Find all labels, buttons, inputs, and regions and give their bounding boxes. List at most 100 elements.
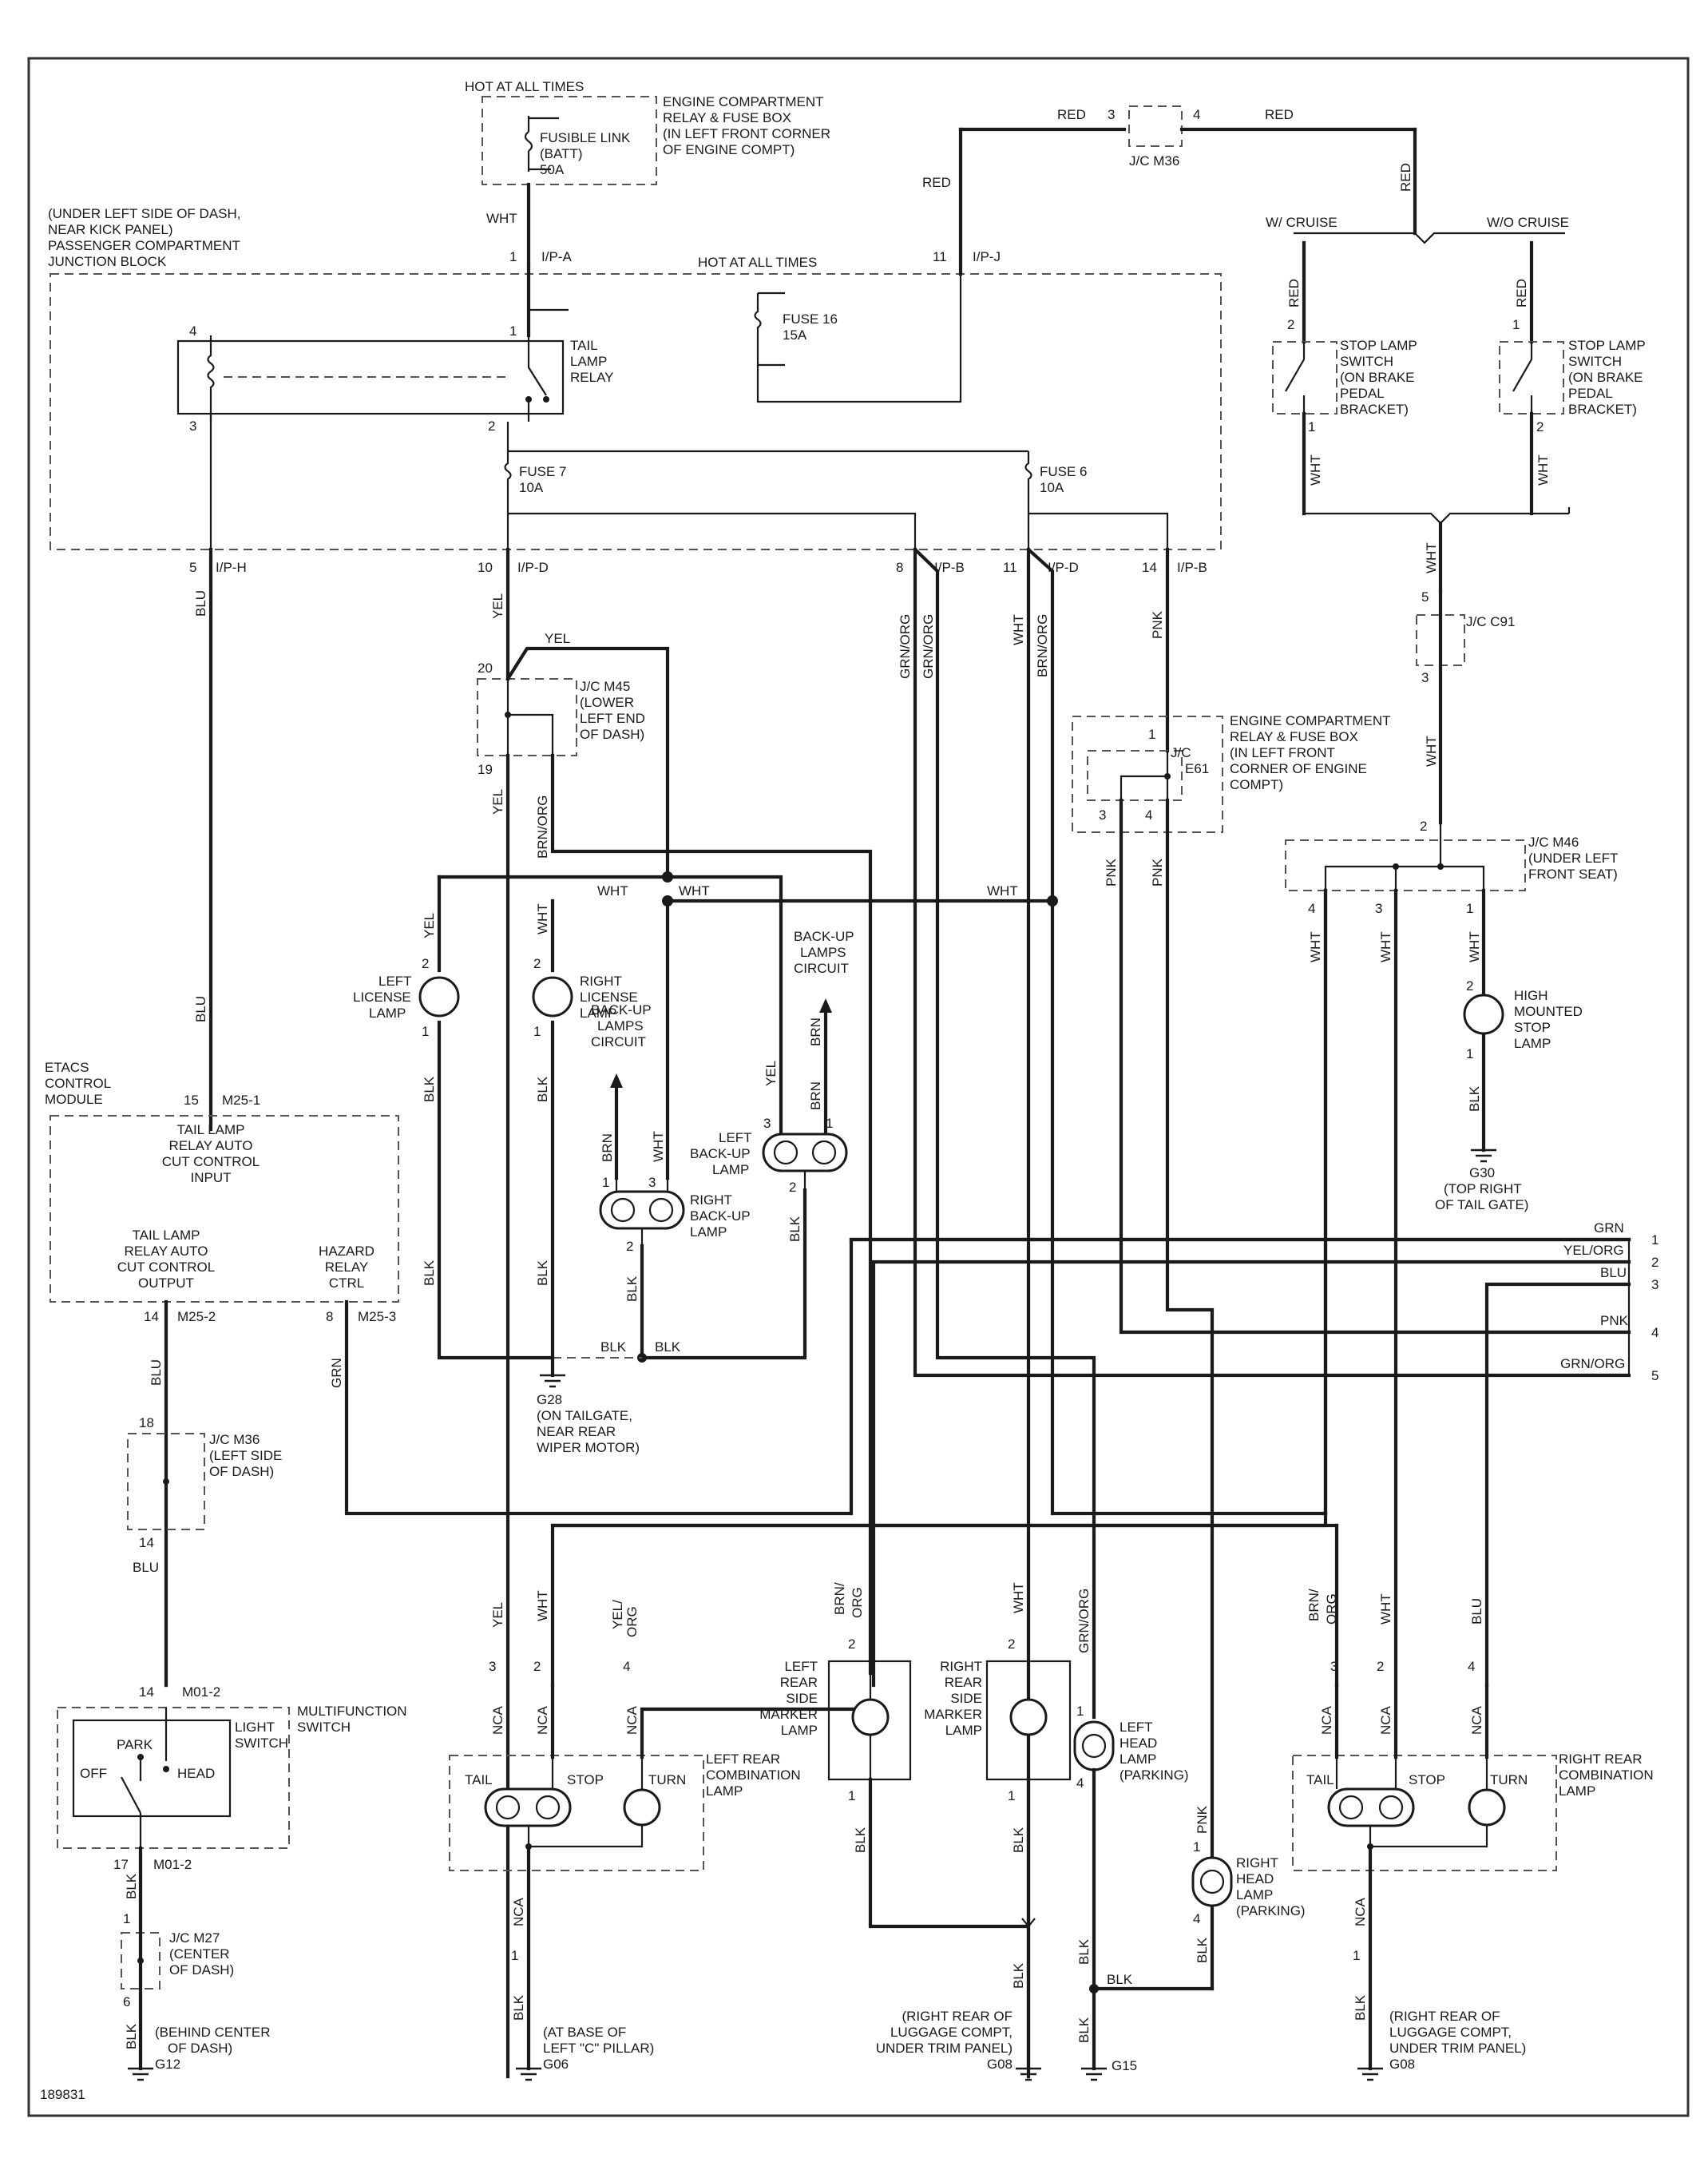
jc-m45 — [477, 678, 577, 756]
svg-text:NCA: NCA — [1378, 1705, 1393, 1735]
svg-text:BLK: BLK — [624, 1275, 640, 1302]
svg-text:4: 4 — [1193, 107, 1200, 122]
connector-m25-2: M25-2 — [177, 1309, 216, 1324]
svg-text:WHT: WHT — [1424, 736, 1439, 767]
fuse-6 — [508, 450, 1169, 549]
svg-text:BLU: BLU — [193, 996, 208, 1022]
svg-text:2: 2 — [789, 1180, 796, 1195]
svg-text:WHT: WHT — [1011, 614, 1026, 645]
ground-g06 — [516, 2067, 541, 2081]
svg-text:14: 14 — [144, 1309, 159, 1324]
svg-text:2: 2 — [1536, 419, 1544, 434]
svg-text:1: 1 — [826, 1116, 833, 1131]
svg-text:2: 2 — [488, 419, 495, 434]
relay-contact — [527, 335, 547, 422]
svg-text:4: 4 — [1145, 807, 1152, 823]
jc-m36-top-label: J/C M36 — [1129, 153, 1179, 169]
svg-text:BLK: BLK — [1195, 1937, 1210, 1963]
svg-text:PNK: PNK — [1150, 610, 1165, 639]
svg-text:YEL: YEL — [490, 789, 505, 815]
svg-text:HEAD: HEAD — [177, 1766, 215, 1781]
svg-text:YEL: YEL — [422, 913, 437, 938]
svg-text:2: 2 — [848, 1636, 855, 1652]
connector-ipb-2: I/P-B — [1177, 560, 1207, 575]
svg-text:14: 14 — [139, 1535, 154, 1550]
ground-g08-left — [1016, 2067, 1041, 2081]
connector-m25-1: M25-1 — [222, 1093, 260, 1108]
svg-text:BLU: BLU — [149, 1359, 164, 1386]
svg-text:4: 4 — [1651, 1325, 1658, 1340]
svg-text:5: 5 — [1421, 589, 1429, 605]
svg-text:8: 8 — [896, 560, 903, 575]
svg-text:1: 1 — [1008, 1788, 1015, 1803]
svg-text:BLU: BLU — [1600, 1265, 1627, 1280]
svg-text:RED: RED — [1398, 163, 1413, 192]
svg-text:PARK: PARK — [117, 1737, 153, 1752]
svg-text:BRN: BRN — [808, 1018, 823, 1046]
svg-text:17: 17 — [113, 1857, 129, 1872]
svg-text:3: 3 — [648, 1175, 656, 1190]
svg-text:TURN: TURN — [648, 1772, 686, 1787]
svg-text:4: 4 — [623, 1659, 630, 1674]
svg-text:RED: RED — [1514, 279, 1529, 307]
svg-text:BLK: BLK — [422, 1076, 437, 1102]
svg-text:ORG: ORG — [850, 1587, 865, 1618]
svg-text:YEL: YEL — [763, 1061, 779, 1086]
svg-text:4: 4 — [189, 323, 196, 339]
svg-text:RED: RED — [922, 175, 951, 190]
connector-m01-2-bottom: M01-2 — [153, 1857, 192, 1872]
svg-text:BLK: BLK — [124, 2023, 139, 2049]
svg-text:BLK: BLK — [535, 1076, 550, 1102]
svg-text:W/ CRUISE: W/ CRUISE — [1266, 215, 1337, 230]
svg-text:5: 5 — [189, 560, 196, 575]
svg-text:1: 1 — [1466, 1046, 1473, 1061]
svg-text:20: 20 — [478, 661, 493, 676]
svg-text:RED: RED — [1286, 279, 1302, 307]
svg-text:BLK: BLK — [1467, 1085, 1482, 1112]
svg-text:GRN/ORG: GRN/ORG — [1560, 1356, 1625, 1371]
svg-text:NCA: NCA — [624, 1705, 640, 1735]
svg-text:WHT: WHT — [535, 903, 550, 934]
svg-text:1: 1 — [1651, 1232, 1658, 1248]
svg-text:1: 1 — [1308, 419, 1315, 434]
svg-text:BRN/ORG: BRN/ORG — [1035, 614, 1050, 677]
svg-text:BLU: BLU — [193, 590, 208, 617]
svg-text:WHT: WHT — [1424, 542, 1439, 573]
svg-text:NCA: NCA — [1319, 1705, 1334, 1735]
svg-text:BRN: BRN — [600, 1133, 615, 1162]
svg-text:WHT: WHT — [1308, 454, 1323, 486]
svg-text:BLK: BLK — [1353, 1994, 1368, 2021]
svg-text:15: 15 — [184, 1093, 199, 1108]
high-stop-lamp — [1463, 994, 1504, 1035]
svg-text:WHT: WHT — [1378, 931, 1393, 962]
svg-text:2: 2 — [1420, 819, 1427, 834]
jc-m46 — [1285, 839, 1526, 891]
svg-text:1: 1 — [533, 1024, 541, 1039]
svg-text:WHT: WHT — [987, 883, 1018, 899]
svg-text:8: 8 — [326, 1309, 333, 1324]
svg-text:STOP: STOP — [1409, 1772, 1445, 1787]
svg-text:1: 1 — [1148, 727, 1155, 742]
svg-text:ORG: ORG — [624, 1606, 640, 1637]
svg-text:YEL: YEL — [545, 631, 570, 646]
svg-text:WHT: WHT — [1308, 931, 1323, 962]
engine-box-top — [481, 96, 657, 185]
pin-1-ipa: 1 — [509, 249, 517, 264]
svg-text:1: 1 — [123, 1911, 130, 1926]
junction-block-label: (UNDER LEFT SIDE OF DASH,NEAR KICK PANEL… — [48, 206, 241, 269]
fuse-7 — [504, 422, 917, 549]
svg-text:BLK: BLK — [655, 1339, 681, 1355]
